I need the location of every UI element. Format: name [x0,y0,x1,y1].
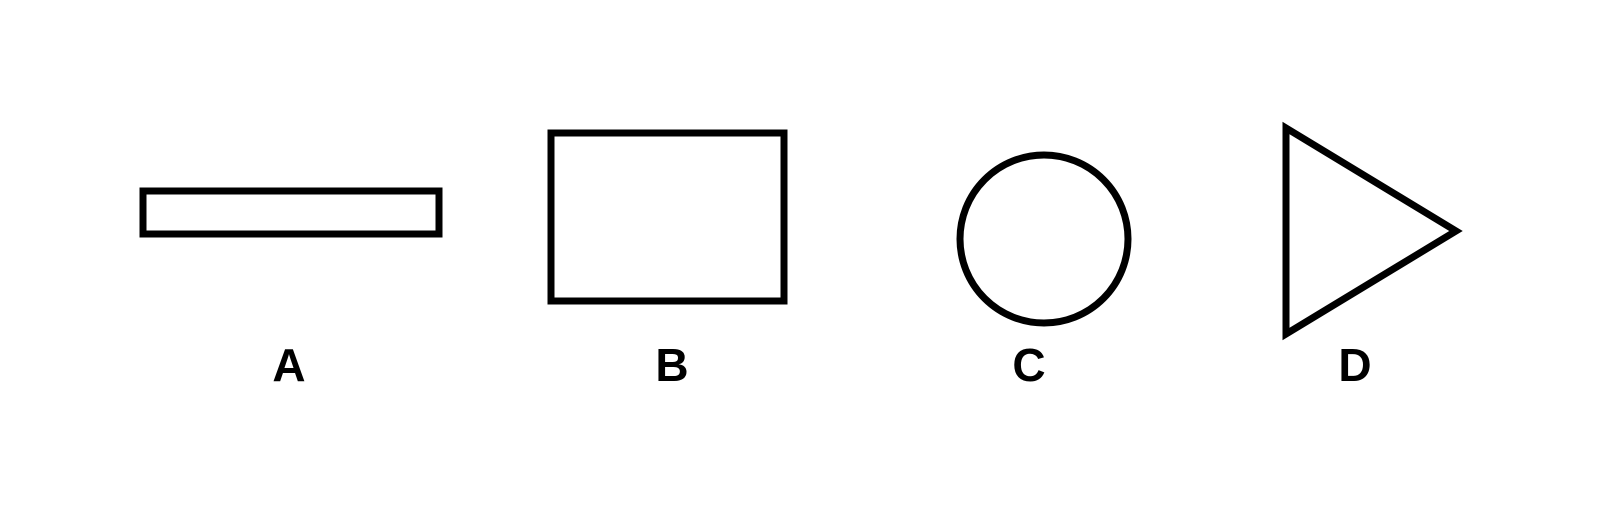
figure-b: B [547,129,788,391]
figure-d: D [1282,121,1463,391]
circle-shape [956,151,1132,327]
triangle-shape [1282,121,1463,341]
figure-label-a: A [272,339,305,391]
figure-label-b: B [655,339,688,391]
thin-rectangle-shape [139,187,443,238]
figure-label-d: D [1338,339,1371,391]
figure-label-c: C [1012,339,1045,391]
figure-c: C [956,151,1132,391]
rectangle-shape [547,129,788,305]
figure-a: A [139,187,443,391]
